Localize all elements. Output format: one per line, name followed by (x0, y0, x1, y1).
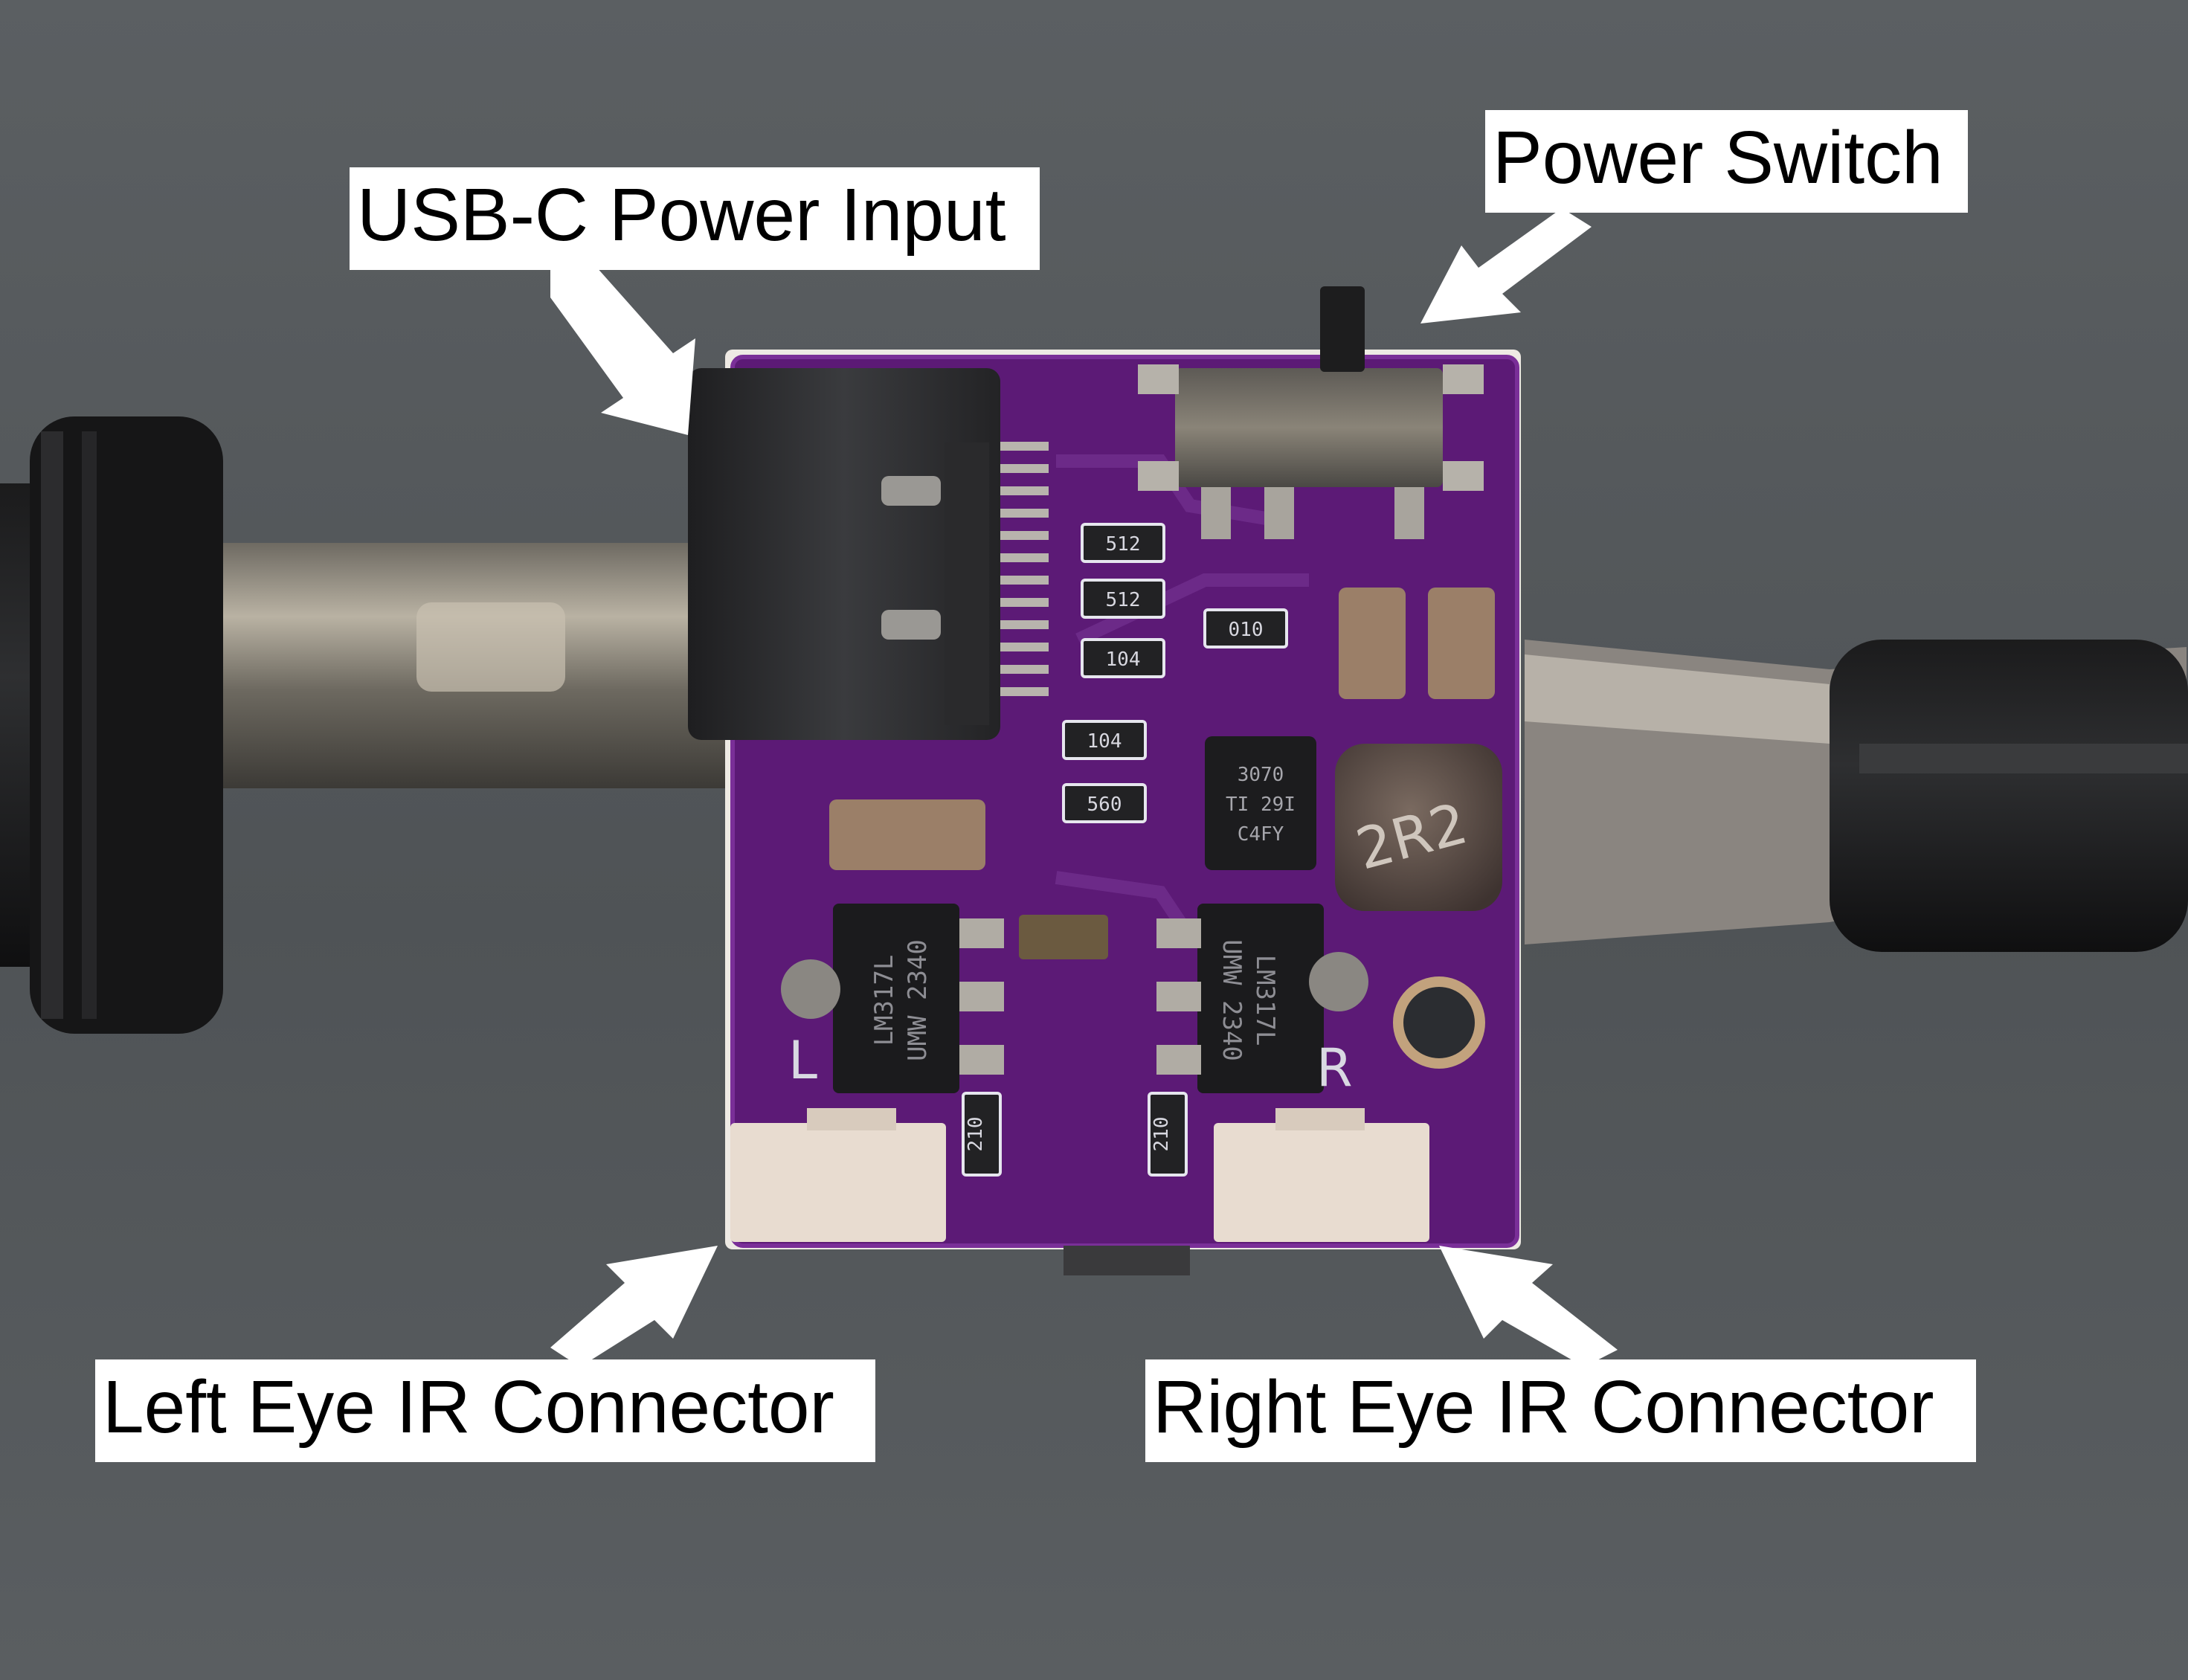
r5-marking: 560 (1087, 794, 1122, 816)
callout-arrows (550, 208, 1618, 1367)
left-eye-arrow (550, 1246, 718, 1367)
right-ir-connector (1214, 1123, 1429, 1242)
left-ir-connector (730, 1123, 946, 1242)
right-clip (1525, 640, 2188, 952)
usb-c-connector (688, 368, 1000, 740)
r1-marking: 512 (1106, 533, 1141, 556)
right-eye-ir-connector-label: Right Eye IR Connector (1145, 1359, 1976, 1462)
power-switch-body (1175, 368, 1443, 487)
regulator-right (1197, 904, 1324, 1093)
reg-right-line1: LM317L (1250, 955, 1280, 1046)
left-eye-ir-connector-label: Left Eye IR Connector (95, 1359, 875, 1462)
usb-c-power-input-label: USB-C Power Input (350, 167, 1040, 270)
ti-ic (1205, 736, 1316, 870)
left-cable (0, 416, 729, 1034)
power-arrow (1420, 208, 1592, 324)
ic1-line2: TI 29I (1226, 794, 1296, 816)
inductor (1335, 744, 1502, 911)
reg-left-line1: LM317L (869, 955, 899, 1046)
ic1-line1: 3070 (1238, 764, 1284, 786)
r8-marking: 210 (1151, 1117, 1173, 1152)
regulator-left (833, 904, 959, 1093)
power-switch-label: Power Switch (1485, 110, 1968, 213)
right-eye-arrow (1439, 1246, 1618, 1367)
silk-l: L (788, 1030, 817, 1091)
r7-marking: 210 (965, 1117, 987, 1152)
r4-marking: 104 (1087, 730, 1122, 753)
r2-marking: 512 (1106, 589, 1141, 611)
r3-marking: 104 (1106, 648, 1141, 671)
r6-marking: 010 (1229, 619, 1264, 641)
silk-r: R (1316, 1037, 1353, 1098)
power-switch-knob (1320, 286, 1365, 372)
mounting-hole (1393, 976, 1485, 1069)
ic1-line3: C4FY (1238, 823, 1284, 846)
reg-right-line2: UMW 2340 (1217, 939, 1246, 1061)
reg-left-line2: UMW 2340 (903, 939, 933, 1061)
pcb-board: 512 512 104 010 104 560 210 210 3070 TI … (688, 286, 1521, 1275)
usb-arrow (550, 253, 695, 435)
